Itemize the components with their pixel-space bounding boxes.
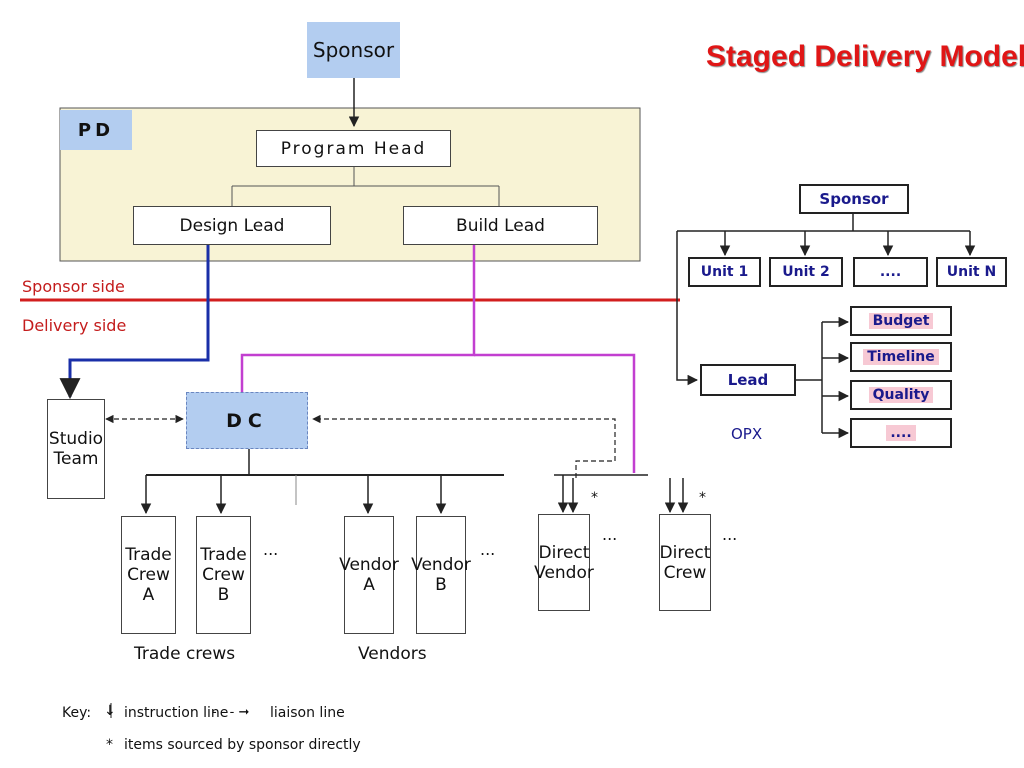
rc-owner-box: Sponsor — [799, 184, 909, 214]
legend-coordination-arrow: - - - ➞ — [212, 705, 250, 720]
rc-control-budget: Budget — [850, 306, 952, 336]
legend-directive-text: instruction line — [124, 705, 229, 721]
rc-control-more-label: .... — [886, 425, 916, 441]
legend-directive-arrow: ↓ — [104, 703, 116, 719]
vendor-b-box: Vendor B — [411, 516, 471, 634]
build-lead-box: Build Lead — [403, 206, 598, 245]
rc-control-timeline-label: Timeline — [863, 349, 939, 365]
rc-control-quality: Quality — [850, 380, 952, 410]
legend-star-note: items sourced by sponsor directly — [124, 737, 361, 753]
owner-box: Sponsor — [307, 22, 400, 78]
rc-control-more: .... — [850, 418, 952, 448]
design-lead-box: Design Lead — [133, 206, 331, 245]
rc-unit-2: Unit 2 — [769, 257, 843, 287]
rc-unit-more: .... — [853, 257, 928, 287]
trade-crew-b-box: Trade Crew B — [196, 516, 251, 634]
page-title: Staged Delivery Model — [706, 40, 1024, 73]
direct-vendor-star: * — [591, 490, 598, 506]
legend-prefix: Key: — [62, 705, 92, 721]
pm-tag: PD — [60, 110, 132, 150]
direct-vendor-box: Direct Vendor — [534, 514, 594, 611]
dc-box: DC — [186, 392, 308, 449]
direct-crew-ellipsis: ... — [722, 525, 738, 544]
legend-star: * — [106, 737, 113, 753]
sponsor-side-label: Sponsor side — [22, 277, 125, 296]
trade-crew-ellipsis: ... — [263, 540, 279, 559]
rc-control-budget-label: Budget — [868, 313, 934, 329]
direct-crew-star: * — [699, 490, 706, 506]
direct-crew-box: Direct Crew — [659, 514, 711, 611]
trade-crews-label: Trade crews — [134, 644, 236, 664]
vendors-label: Vendors — [358, 644, 427, 664]
direct-vendor-ellipsis: ... — [602, 525, 618, 544]
rc-label: OPX — [731, 425, 763, 443]
studio-team-box: Studio Team — [47, 399, 105, 499]
rc-control-quality-label: Quality — [868, 387, 934, 403]
trade-crew-a-box: Trade Crew A — [121, 516, 176, 634]
vendor-ellipsis: ... — [480, 540, 496, 559]
rc-lead-box: Lead — [700, 364, 796, 396]
delivery-side-label: Delivery side — [22, 316, 127, 335]
vendor-a-box: Vendor A — [339, 516, 399, 634]
program-head-box: Program Head — [256, 130, 451, 167]
legend-coordination-text: liaison line — [270, 705, 345, 721]
rc-unit-n: Unit N — [936, 257, 1007, 287]
rc-control-timeline: Timeline — [850, 342, 952, 372]
rc-unit-1: Unit 1 — [688, 257, 761, 287]
